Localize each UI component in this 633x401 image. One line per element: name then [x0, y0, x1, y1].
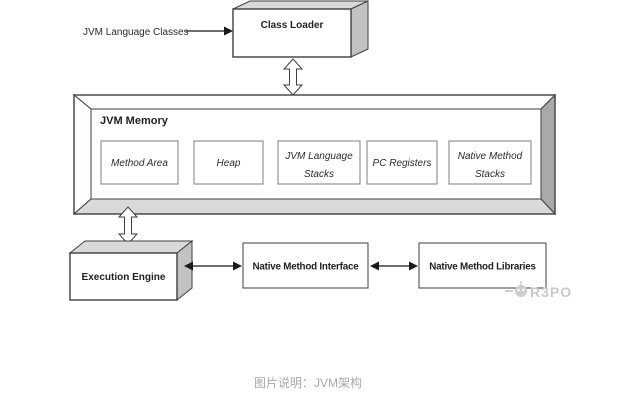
- double-arrow-horizontal-icon: [184, 261, 242, 271]
- native-method-libraries-box: Native Method Libraries: [418, 242, 547, 289]
- jvm-memory-label: JVM Memory: [100, 115, 169, 127]
- jvm-memory-frame: JVM Memory Method Area Heap JVM Language…: [72, 93, 557, 216]
- caption: 图片说明：JVM架构: [254, 375, 362, 390]
- double-arrow-horizontal-icon: [370, 261, 418, 271]
- watermark-text: R3PO: [530, 284, 572, 300]
- memory-box-method-area: Method Area: [100, 140, 179, 185]
- method-area-label: Method Area: [111, 158, 168, 169]
- double-arrow-vertical-icon: [282, 58, 304, 96]
- class-loader-label: Class Loader: [261, 20, 324, 31]
- native-method-interface-label: Native Method Interface: [253, 262, 360, 273]
- watermark: R3PO: [505, 281, 572, 300]
- execution-engine-label: Execution Engine: [82, 272, 166, 283]
- execution-engine-box: Execution Engine: [68, 239, 194, 302]
- native-method-libraries-label: Native Method Libraries: [429, 262, 536, 273]
- jvm-language-classes-label: JVM Language Classes: [83, 27, 189, 38]
- memory-box-pc-registers: PC Registers: [366, 140, 438, 185]
- robot-icon: [505, 281, 527, 297]
- jvm-language-stacks-label-line1: JVM Language: [284, 151, 353, 162]
- native-method-interface-box: Native Method Interface: [242, 242, 369, 289]
- memory-box-native-method-stacks: Native Method Stacks: [448, 140, 532, 185]
- class-loader-box: Class Loader: [232, 0, 369, 58]
- pc-registers-label: PC Registers: [373, 158, 432, 169]
- native-method-stacks-label-line1: Native Method: [458, 151, 523, 162]
- jvm-language-stacks-label-line2: Stacks: [304, 169, 334, 180]
- memory-box-heap: Heap: [193, 140, 264, 185]
- arrow-right-icon: [186, 26, 233, 36]
- memory-box-jvm-language-stacks: JVM Language Stacks: [277, 140, 361, 185]
- heap-label: Heap: [217, 158, 241, 169]
- native-method-stacks-label-line2: Stacks: [475, 169, 505, 180]
